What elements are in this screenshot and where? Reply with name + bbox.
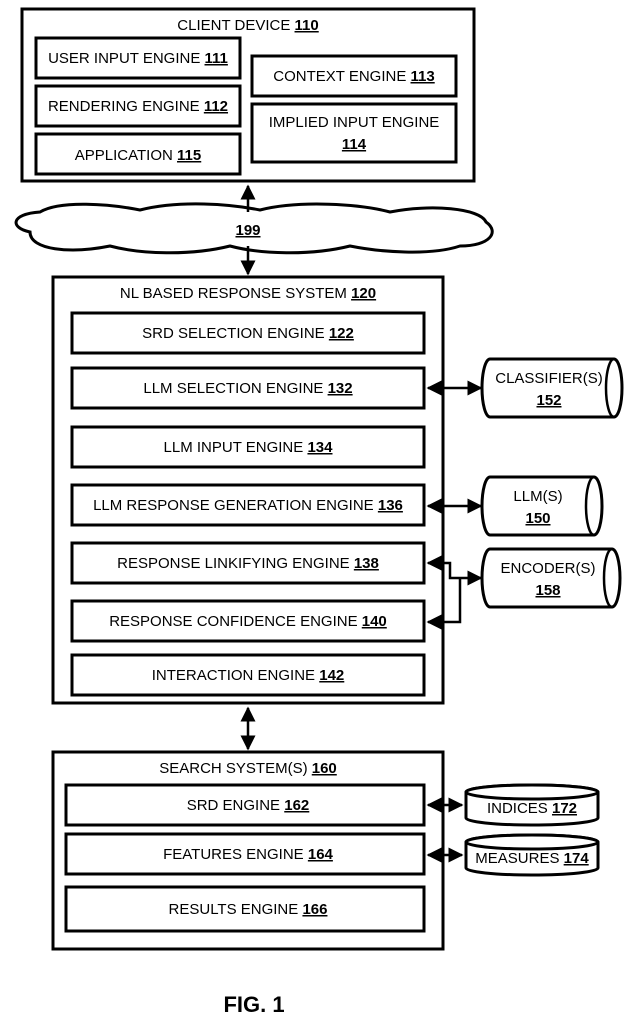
encoders-store: ENCODER(S) 158 xyxy=(480,547,622,609)
svg-text:SRD SELECTION ENGINE 122: SRD SELECTION ENGINE 122 xyxy=(142,325,354,342)
client-device-box: CLIENT DEVICE 110 USER INPUT ENGINE 111 … xyxy=(20,7,476,183)
svg-text:RESPONSE LINKIFYING ENGINE 138: RESPONSE LINKIFYING ENGINE 138 xyxy=(117,555,379,572)
features-engine-box: FEATURES ENGINE 164 xyxy=(64,832,426,876)
context-engine-box: CONTEXT ENGINE 113 xyxy=(250,54,458,98)
svg-text:FEATURES ENGINE 164: FEATURES ENGINE 164 xyxy=(163,846,333,863)
llm-input-engine-box: LLM INPUT ENGINE 134 xyxy=(70,425,426,469)
network-cloud: 199 xyxy=(14,202,494,255)
svg-text:RESPONSE CONFIDENCE ENGINE 140: RESPONSE CONFIDENCE ENGINE 140 xyxy=(109,613,387,630)
svg-text:USER INPUT ENGINE 111: USER INPUT ENGINE 111 xyxy=(48,50,228,67)
svg-text:LLM RESPONSE GENERATION ENGINE: LLM RESPONSE GENERATION ENGINE 136 xyxy=(93,497,403,514)
svg-text:LLM SELECTION ENGINE 132: LLM SELECTION ENGINE 132 xyxy=(143,380,352,397)
user-input-engine-box: USER INPUT ENGINE 111 xyxy=(34,36,242,80)
response-linkifying-engine-box: RESPONSE LINKIFYING ENGINE 138 xyxy=(70,541,426,585)
svg-text:APPLICATION 115: APPLICATION 115 xyxy=(75,147,201,164)
linkifying-encoders-arrow xyxy=(426,555,483,586)
svg-text:IMPLIED INPUT ENGINE: IMPLIED INPUT ENGINE xyxy=(269,114,440,131)
implied-input-engine-box: IMPLIED INPUT ENGINE 114 xyxy=(250,102,458,164)
srd-selection-engine-box: SRD SELECTION ENGINE 122 xyxy=(70,311,426,355)
response-confidence-engine-box: RESPONSE CONFIDENCE ENGINE 140 xyxy=(70,599,426,643)
search-system-title: SEARCH SYSTEM(S) 160 xyxy=(159,760,337,777)
search-system-box: SEARCH SYSTEM(S) 160 SRD ENGINE 162 FEAT… xyxy=(51,750,445,951)
classifiers-store: CLASSIFIER(S) 152 xyxy=(480,357,624,419)
svg-text:ENCODER(S): ENCODER(S) xyxy=(500,560,595,577)
srd-engine-box: SRD ENGINE 162 xyxy=(64,783,426,827)
llm-selection-engine-box: LLM SELECTION ENGINE 132 xyxy=(70,366,426,410)
application-box: APPLICATION 115 xyxy=(34,132,242,176)
svg-text:LLM(S): LLM(S) xyxy=(513,488,562,505)
svg-text:158: 158 xyxy=(535,582,560,599)
svg-text:INDICES 172: INDICES 172 xyxy=(487,800,577,817)
svg-text:INTERACTION ENGINE 142: INTERACTION ENGINE 142 xyxy=(152,667,345,684)
nl-response-system-box: NL BASED RESPONSE SYSTEM 120 SRD SELECTI… xyxy=(51,275,445,705)
llm-response-generation-engine-box: LLM RESPONSE GENERATION ENGINE 136 xyxy=(70,483,426,527)
svg-text:MEASURES 174: MEASURES 174 xyxy=(475,850,589,867)
svg-text:RENDERING ENGINE 112: RENDERING ENGINE 112 xyxy=(48,98,228,115)
svg-text:RESULTS ENGINE 166: RESULTS ENGINE 166 xyxy=(169,901,328,918)
rendering-engine-box: RENDERING ENGINE 112 xyxy=(34,84,242,128)
svg-text:CONTEXT ENGINE 113: CONTEXT ENGINE 113 xyxy=(273,68,434,85)
indices-store: INDICES 172 xyxy=(464,783,600,827)
svg-text:LLM INPUT ENGINE 134: LLM INPUT ENGINE 134 xyxy=(164,439,334,456)
svg-text:CLASSIFIER(S): CLASSIFIER(S) xyxy=(495,370,603,387)
figure-label: FIG. 1 xyxy=(223,992,284,1017)
svg-text:199: 199 xyxy=(235,222,260,239)
nl-system-title: NL BASED RESPONSE SYSTEM 120 xyxy=(120,285,376,302)
svg-text:150: 150 xyxy=(525,510,550,527)
results-engine-box: RESULTS ENGINE 166 xyxy=(64,885,426,933)
interaction-engine-box: INTERACTION ENGINE 142 xyxy=(70,653,426,697)
svg-text:152: 152 xyxy=(536,392,561,409)
svg-text:SRD ENGINE 162: SRD ENGINE 162 xyxy=(187,797,310,814)
llms-store: LLM(S) 150 xyxy=(480,475,604,537)
measures-store: MEASURES 174 xyxy=(464,833,600,877)
client-device-title: CLIENT DEVICE 110 xyxy=(177,17,318,34)
confidence-encoders-arrow xyxy=(426,578,462,630)
svg-text:114: 114 xyxy=(342,136,367,153)
